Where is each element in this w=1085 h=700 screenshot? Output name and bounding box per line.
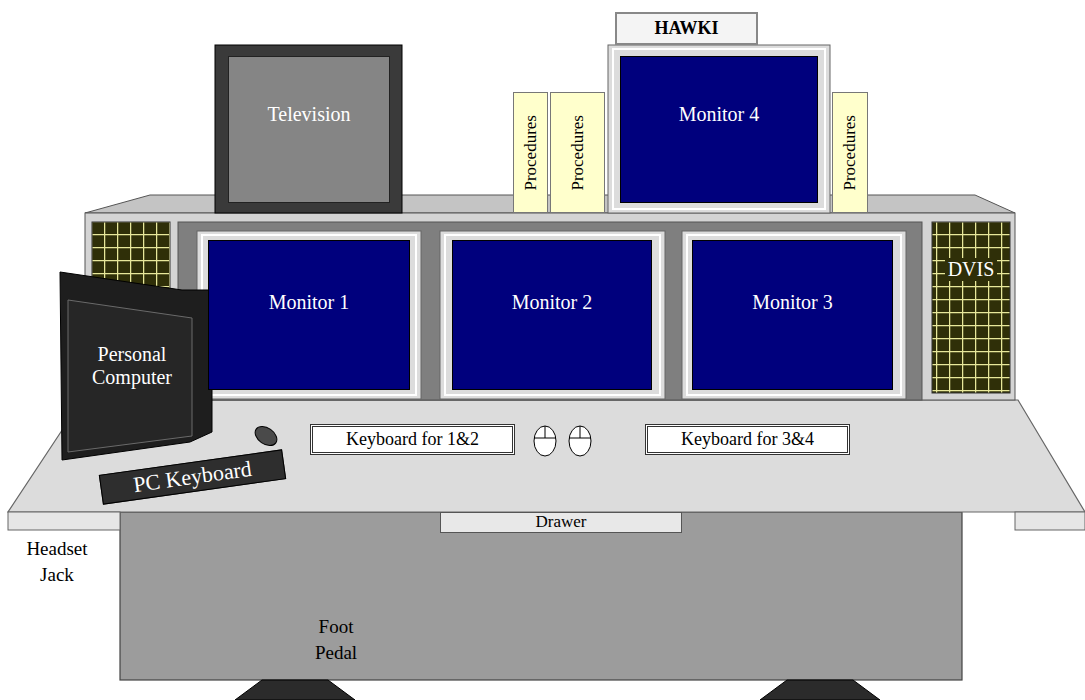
monitor-screen: Monitor 2 <box>452 240 652 390</box>
monitor-bezel <box>608 45 830 213</box>
node-text: Keyboard for 1&2 <box>346 429 479 450</box>
node-text: Procedures <box>521 115 541 191</box>
procedures-binder: Procedures <box>832 92 868 213</box>
node-text: Monitor 4 <box>679 103 760 126</box>
speaker-grille <box>932 222 1010 393</box>
foot-pedal <box>235 680 355 700</box>
node-text: HAWKI <box>654 18 718 39</box>
drawer: Drawer <box>440 512 682 533</box>
television-screen: Television <box>228 56 390 203</box>
monitor-bezel-highlight <box>687 235 901 395</box>
console-recess <box>178 222 922 400</box>
monitor-bezel <box>682 231 906 399</box>
pc-mouse <box>252 423 281 450</box>
keyboard: Keyboard for 1&2 <box>310 424 515 455</box>
headset-jack <box>8 512 120 530</box>
mouse <box>569 426 591 456</box>
mouse-buttons <box>569 426 591 438</box>
procedures-binder: Procedures <box>550 92 605 213</box>
dvis-panel: DVIS <box>932 222 1010 393</box>
console-face <box>85 213 1015 400</box>
node-text: Procedures <box>568 115 588 191</box>
node-text: Procedures <box>840 115 860 191</box>
mouse-buttons <box>534 426 556 438</box>
node-text: Monitor 1 <box>269 291 350 314</box>
monitor-bezel <box>197 231 421 399</box>
node-text: PC Keyboard <box>132 456 254 498</box>
node-text: Drawer <box>536 513 587 532</box>
node-text: DVIS <box>945 258 998 281</box>
hawki-tab: HAWKI <box>615 12 758 45</box>
pc-keyboard: PC Keyboard <box>99 449 286 504</box>
mouse <box>534 426 556 456</box>
monitor-screen: Monitor 3 <box>692 240 893 390</box>
computer-front <box>68 300 192 452</box>
monitor-bezel <box>440 231 665 399</box>
monitor-bezel-highlight <box>445 235 660 395</box>
part-label: Foot Pedal <box>301 614 371 665</box>
node-text: Keyboard for 3&4 <box>681 429 814 450</box>
part-label: Headset Jack <box>22 536 92 587</box>
television-cabinet <box>215 45 402 213</box>
procedures-binder: Procedures <box>513 92 548 213</box>
monitor-bezel-highlight <box>202 235 416 395</box>
node-text: Monitor 2 <box>512 291 593 314</box>
node-text: Television <box>267 103 350 126</box>
desk-edge <box>1015 512 1085 530</box>
personal-computer: Personal Computer <box>72 325 192 407</box>
node-text: Monitor 3 <box>752 291 833 314</box>
foot-pedal <box>760 680 880 700</box>
monitor-screen: Monitor 4 <box>620 56 818 203</box>
computer-case <box>60 272 212 460</box>
monitor-bezel-highlight <box>613 49 825 209</box>
node-text: Personal Computer <box>77 343 187 389</box>
desk-base <box>120 512 962 680</box>
keyboard: Keyboard for 3&4 <box>645 424 850 455</box>
monitor-screen: Monitor 1 <box>208 240 410 390</box>
